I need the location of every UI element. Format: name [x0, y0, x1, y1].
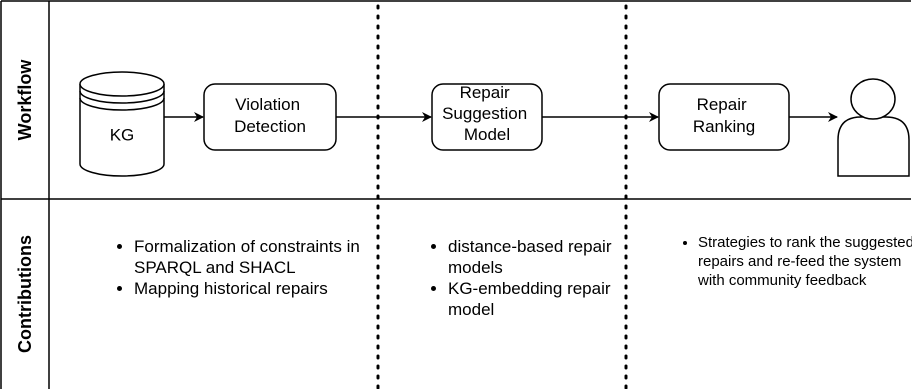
contributions-repair-suggestion: distance-based repair models KG-embeddin… — [426, 236, 638, 320]
repair-suggestion-line-2: Suggestion — [442, 104, 527, 123]
contribution-item: Strategies to rank the suggested repairs… — [698, 233, 912, 290]
kg-cylinder-body — [79, 84, 165, 177]
repair-suggestion-line-3: Model — [464, 125, 510, 144]
kg-database-icon — [79, 71, 165, 177]
violation-detection-label: Violation Detection — [234, 95, 306, 136]
violation-detection-line-2: Detection — [234, 117, 306, 136]
contribution-item: Mapping historical repairs — [134, 278, 396, 299]
violation-detection-line-1: Violation — [235, 95, 300, 114]
contribution-item: Formalization of constraints in SPARQL a… — [134, 236, 396, 278]
kg-cylinder-top — [79, 71, 165, 97]
person-body — [837, 116, 910, 177]
repair-suggestion-line-1: Repair — [460, 83, 510, 102]
row-label-contributions: Contributions — [15, 235, 35, 353]
kg-label: KG — [110, 126, 135, 145]
repair-ranking-line-1: Repair — [697, 95, 747, 114]
contribution-item: KG-embedding repair model — [448, 278, 638, 320]
repair-suggestion-label: Repair Suggestion Model — [442, 83, 532, 144]
kg-cylinder-ring-2 — [79, 97, 165, 111]
row-label-workflow: Workflow — [15, 59, 35, 141]
repair-ranking-line-2: Ranking — [693, 117, 755, 136]
column-separators — [376, 4, 628, 389]
contributions-violation-detection: Formalization of constraints in SPARQL a… — [112, 236, 396, 299]
repair-ranking-label: Repair Ranking — [693, 95, 755, 136]
contribution-item: distance-based repair models — [448, 236, 638, 278]
kg-cylinder-ring-1 — [79, 90, 165, 104]
person-icon — [837, 78, 910, 177]
contributions-repair-ranking: Strategies to rank the suggested repairs… — [676, 233, 912, 290]
person-head — [850, 78, 896, 120]
